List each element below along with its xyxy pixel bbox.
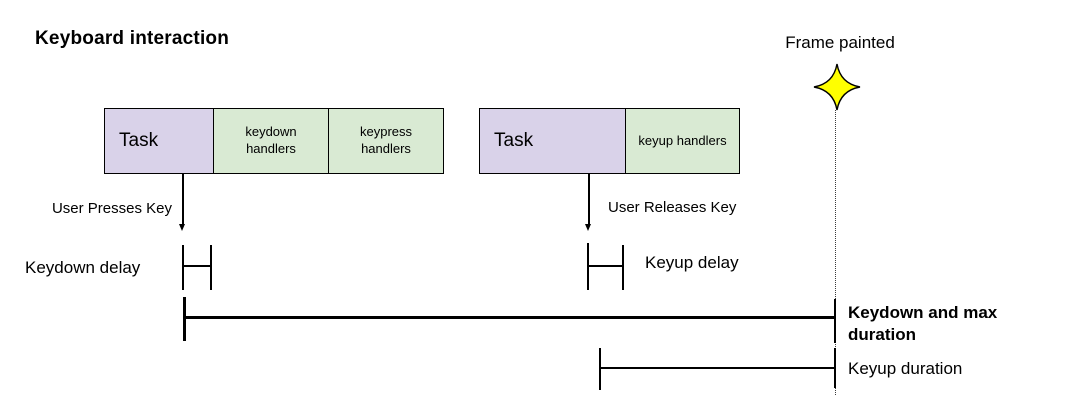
arrow-down-icon [585,224,591,231]
four-point-star-icon [813,63,861,111]
user-releases-key-label: User Releases Key [608,199,737,216]
keydown-delay-label: Keydown delay [25,258,141,277]
keydown-max-duration-label: Keydown and max duration [848,303,998,344]
keypress-handlers-block: keypress handlers [328,109,443,173]
task-block: Task [480,109,625,173]
keydown-delay-left-tick [182,245,184,290]
user-presses-key-arrow-line [182,174,184,224]
keyup-delay-label: Keyup delay [645,253,739,272]
keyup-duration-line [600,367,835,369]
keydown-delay-span-line [182,265,212,267]
keyup-handlers-label: keyup handlers [638,132,727,148]
keyup-duration-right-cap [834,348,836,388]
keydown-duration-left-cap [183,297,186,341]
keyup-duration-left-cap [599,348,601,390]
keydown-handlers-label: keydown handlers [245,124,297,156]
keydown-task-bar: Task keydown handlers keypress handlers [104,108,444,174]
keyup-handlers-block: keyup handlers [625,109,739,173]
user-presses-key-label: User Presses Key [51,200,172,217]
arrow-down-icon [179,224,185,231]
keydown-handlers-block: keydown handlers [213,109,328,173]
keydown-duration-line [184,316,835,319]
diagram-title: Keyboard interaction [35,28,230,49]
frame-painted-label: Frame painted [785,33,895,52]
user-releases-key-arrow-line [588,174,590,224]
keydown-delay-right-tick [210,245,212,290]
keypress-handlers-label: keypress handlers [359,124,413,156]
star-shape [813,63,861,111]
frame-paint-dotted-line [835,110,836,395]
keyup-duration-label: Keyup duration [848,359,963,378]
keyup-delay-left-tick [587,243,589,290]
keyup-delay-right-tick [622,245,624,290]
keydown-duration-right-cap [833,299,836,343]
keyup-task-bar: Task keyup handlers [479,108,740,174]
task-block: Task [105,109,213,173]
keyup-delay-span-line [587,265,623,267]
